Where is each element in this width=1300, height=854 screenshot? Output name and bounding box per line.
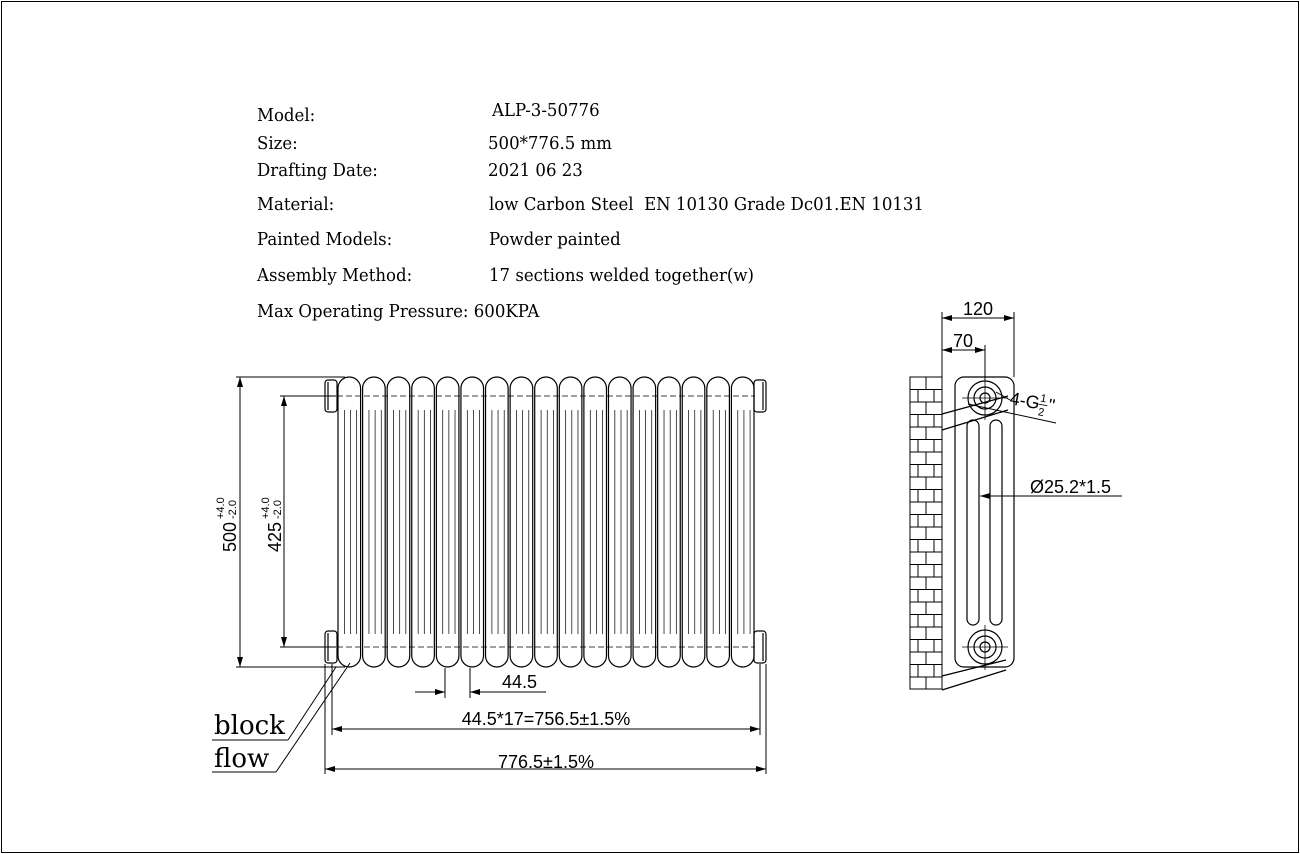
material-label: Material: xyxy=(257,194,335,215)
radiator-section xyxy=(607,376,632,668)
radiator-sections xyxy=(337,376,755,668)
assembly-method-label: Assembly Method: xyxy=(257,265,413,286)
pitch-dimension xyxy=(415,668,546,698)
total-width-dimension xyxy=(324,664,767,774)
radiator-section xyxy=(657,376,681,668)
sections-width-value: 44.5*17=756.5±1.5% xyxy=(462,709,631,729)
radiator-section xyxy=(706,376,731,668)
pitch-value: 44.5 xyxy=(502,672,537,692)
radiator-section xyxy=(460,376,485,668)
radiator-section xyxy=(484,376,509,668)
painted-models-value: Powder painted xyxy=(489,229,621,250)
connection-label: 4-G 1 2 " xyxy=(1008,388,1057,419)
sections-width-dimension xyxy=(331,664,761,735)
tube-spec-value: Ø25.2*1.5 xyxy=(1030,477,1111,497)
connection-numerator: 1 xyxy=(1039,392,1047,405)
painted-models-label: Painted Models: xyxy=(257,229,393,250)
radiator-section xyxy=(361,376,386,668)
connection-prefix: 4-G xyxy=(1008,388,1041,413)
block-label: block xyxy=(214,711,285,741)
radiator-section xyxy=(386,376,411,668)
height-tol-minus: -2.0 xyxy=(227,500,239,519)
centers-tol-minus: -2.0 xyxy=(272,500,284,519)
left-end-plugs xyxy=(324,379,338,664)
centers-dimension xyxy=(280,395,336,648)
flow-label: flow xyxy=(214,744,269,774)
offset-value: 70 xyxy=(953,331,973,351)
drafting-date-label: Drafting Date: xyxy=(257,160,378,181)
radiator-side-view xyxy=(941,375,1015,691)
radiator-section xyxy=(411,376,435,668)
height-tol-plus: +4.0 xyxy=(215,497,227,519)
radiator-section xyxy=(583,376,608,668)
assembly-method-value: 17 sections welded together(w) xyxy=(489,265,754,286)
depth-value: 120 xyxy=(963,299,993,319)
centers-tol-plus: +4.0 xyxy=(260,497,272,519)
model-value: ALP-3-50776 xyxy=(492,100,600,121)
connection-leader xyxy=(967,391,1057,424)
size-value: 500*776.5 mm xyxy=(488,133,612,154)
wall-bricks xyxy=(910,377,942,689)
size-label: Size: xyxy=(257,133,298,154)
radiator-section xyxy=(337,376,362,668)
radiator-section xyxy=(730,376,755,668)
radiator-section xyxy=(632,376,657,668)
material-value: low Carbon Steel EN 10130 Grade Dc01.EN … xyxy=(489,194,924,215)
wall-section xyxy=(909,376,943,690)
offset-dimension xyxy=(941,345,986,380)
max-pressure-line: Max Operating Pressure: 600KPA xyxy=(257,301,540,322)
radiator-section xyxy=(681,376,706,668)
radiator-section xyxy=(558,376,583,668)
right-end-plugs xyxy=(753,379,767,664)
height-value: 500 xyxy=(220,522,240,552)
height-dimension xyxy=(236,376,345,668)
drafting-date-value: 2021 06 23 xyxy=(488,160,583,181)
radiator-section xyxy=(534,376,558,668)
radiator-front-view xyxy=(324,376,767,668)
centers-value: 425 xyxy=(265,522,285,552)
connection-suffix: " xyxy=(1047,395,1057,416)
connection-denominator: 2 xyxy=(1037,406,1045,419)
radiator-section xyxy=(435,376,460,668)
model-label: Model: xyxy=(257,105,316,126)
total-width-value: 776.5±1.5% xyxy=(498,752,594,772)
block-flow-leaders xyxy=(212,662,351,773)
radiator-section xyxy=(509,376,534,668)
